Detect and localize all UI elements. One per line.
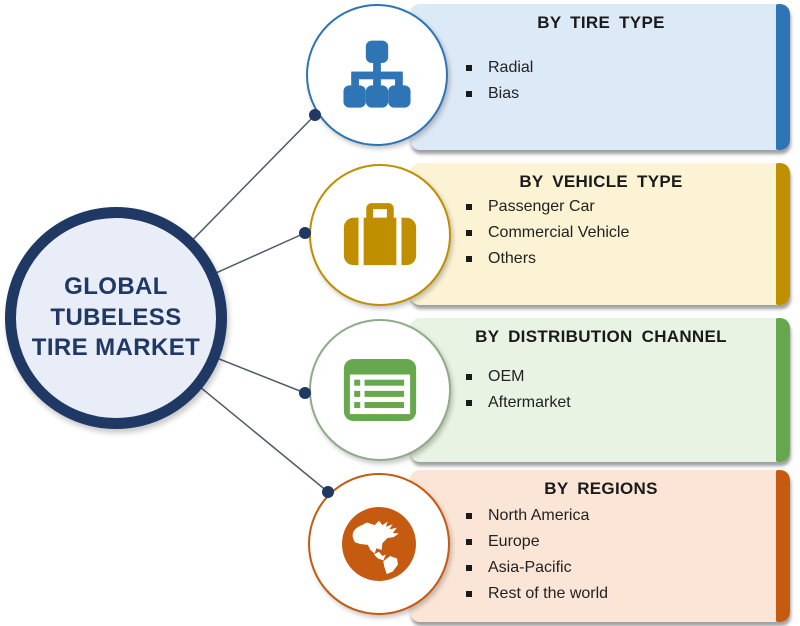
segment-list: North America Europe Asia-Pacific Rest o… bbox=[464, 503, 790, 607]
list-item: Others bbox=[464, 246, 790, 272]
list-item: Asia-Pacific bbox=[464, 555, 790, 581]
panel-accent-bar bbox=[776, 4, 790, 150]
section-title: BY REGIONS bbox=[544, 479, 658, 498]
bullet-square-icon bbox=[466, 230, 472, 236]
list-item: Aftermarket bbox=[464, 390, 790, 416]
globe-icon bbox=[342, 507, 416, 581]
market-title: GLOBAL TUBELESS TIRE MARKET bbox=[31, 272, 201, 362]
segment-list: Radial Bias bbox=[464, 55, 790, 107]
bullet-square-icon bbox=[466, 256, 472, 262]
bullet-square-icon bbox=[466, 204, 472, 210]
bullet-square-icon bbox=[466, 91, 472, 97]
list-item: Commercial Vehicle bbox=[464, 220, 790, 246]
icon-circle-vehicle-type bbox=[309, 164, 451, 306]
segment-label: Europe bbox=[488, 533, 540, 550]
icon-circle-distribution-channel bbox=[309, 319, 451, 461]
section-title: BY DISTRIBUTION CHANNEL bbox=[475, 327, 727, 346]
list-item: OEM bbox=[464, 364, 790, 390]
segment-label: Others bbox=[488, 250, 537, 267]
panel-regions: BY REGIONS North America Europe Asia-Pac… bbox=[410, 470, 790, 622]
list-item: Radial bbox=[464, 55, 790, 81]
list-icon bbox=[343, 359, 417, 421]
briefcase-icon bbox=[343, 203, 417, 266]
segment-label: Rest of the world bbox=[488, 585, 609, 602]
segment-label: Bias bbox=[488, 85, 520, 102]
bullet-square-icon bbox=[466, 513, 472, 519]
bullet-square-icon bbox=[466, 539, 472, 545]
segment-label: Radial bbox=[488, 59, 534, 76]
bullet-square-icon bbox=[466, 374, 472, 380]
panel-accent-bar bbox=[776, 163, 790, 305]
section-title: BY TIRE TYPE bbox=[537, 13, 665, 32]
list-item: Europe bbox=[464, 529, 790, 555]
list-item: Bias bbox=[464, 81, 790, 107]
segment-label: Passenger Car bbox=[488, 198, 595, 215]
segment-label: Aftermarket bbox=[488, 394, 571, 411]
bullet-square-icon bbox=[466, 400, 472, 406]
segment-label: Commercial Vehicle bbox=[488, 224, 630, 241]
list-item: North America bbox=[464, 503, 790, 529]
segment-label: Asia-Pacific bbox=[488, 559, 572, 576]
segment-list: Passenger Car Commercial Vehicle Others bbox=[464, 194, 790, 272]
panel-vehicle-type: BY VEHICLE TYPE Passenger Car Commercial… bbox=[410, 163, 790, 305]
icon-circle-regions bbox=[308, 473, 450, 615]
panel-accent-bar bbox=[776, 470, 790, 622]
sitemap-icon bbox=[343, 40, 411, 108]
list-item: Passenger Car bbox=[464, 194, 790, 220]
bullet-square-icon bbox=[466, 65, 472, 71]
bullet-square-icon bbox=[466, 591, 472, 597]
bullet-square-icon bbox=[466, 565, 472, 571]
segment-label: North America bbox=[488, 507, 590, 524]
segment-label: OEM bbox=[488, 368, 525, 385]
section-title: BY VEHICLE TYPE bbox=[519, 172, 683, 191]
center-market-circle: GLOBAL TUBELESS TIRE MARKET bbox=[5, 207, 227, 429]
list-item: Rest of the world bbox=[464, 581, 790, 607]
segment-list: OEM Aftermarket bbox=[464, 364, 790, 416]
panel-accent-bar bbox=[776, 318, 790, 462]
panel-tire-type: BY TIRE TYPE Radial Bias bbox=[410, 4, 790, 150]
icon-circle-tire-type bbox=[306, 4, 448, 146]
panel-distribution-channel: BY DISTRIBUTION CHANNEL OEM Aftermarket bbox=[410, 318, 790, 462]
